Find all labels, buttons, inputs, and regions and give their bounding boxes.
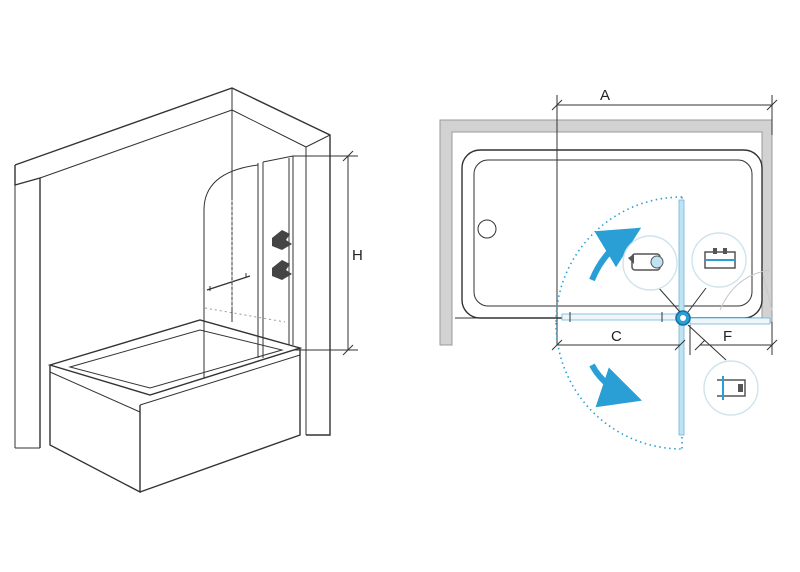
swing-arrow-down-icon: [589, 363, 642, 408]
drain-icon: [477, 219, 497, 239]
profile-callout-wall: [687, 232, 747, 313]
profile-callout-hinge: [622, 235, 681, 313]
height-dimension: H: [293, 150, 363, 356]
door-label: C: [611, 328, 622, 345]
width-dimension: A: [551, 87, 778, 345]
isometric-view: H: [14, 87, 363, 494]
profile-callout-seal: [687, 324, 759, 416]
glass-screen: [203, 155, 294, 378]
plan-walls: [439, 119, 773, 346]
bathtub: [47, 319, 303, 494]
plan-glass: [561, 199, 771, 436]
swing-path: [555, 196, 683, 450]
towel-bar: [206, 275, 251, 291]
hinge-icon: [272, 230, 292, 280]
swing-arrow-up-icon: [589, 227, 642, 282]
door-dimension: C: [551, 325, 691, 355]
height-label: H: [352, 247, 363, 264]
adjacent-fixture: [719, 269, 773, 311]
fixed-dimension: F: [694, 322, 778, 355]
plan-view: A C: [439, 87, 778, 450]
width-label: A: [600, 87, 610, 104]
fixed-label: F: [723, 328, 732, 345]
